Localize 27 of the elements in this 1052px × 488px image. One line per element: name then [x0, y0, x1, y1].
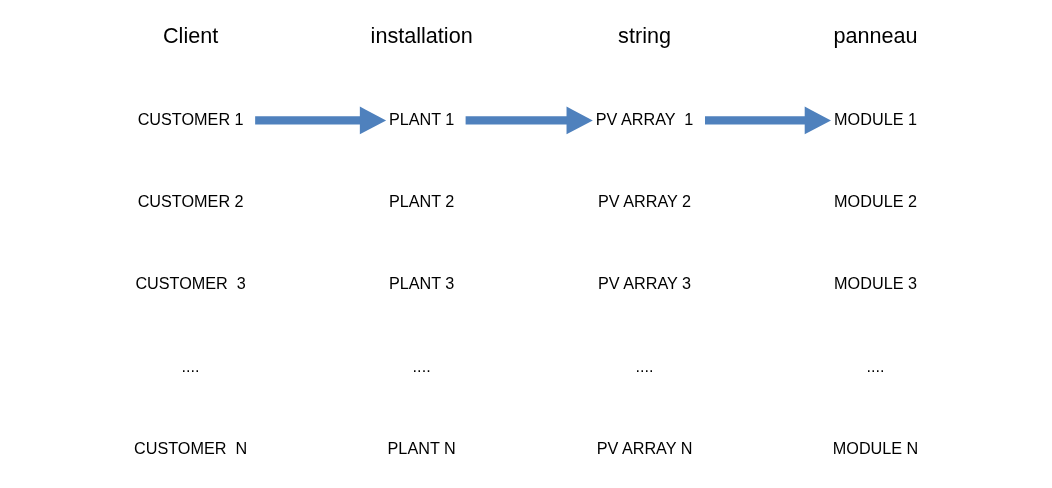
label: MODULE 3: [834, 274, 917, 293]
label: MODULE N: [832, 439, 919, 458]
label: PV ARRAY N: [596, 439, 693, 458]
label: string: [618, 23, 671, 49]
node-text: PLANT 1: [388, 109, 455, 128]
label: ....: [866, 356, 885, 375]
label: CUSTOMER 2: [137, 191, 244, 210]
label: PV ARRAY 3: [598, 274, 692, 293]
label: MODULE 2: [834, 191, 917, 210]
arrow: [465, 106, 593, 135]
label: ....: [181, 356, 200, 375]
label: PLANT N: [387, 439, 456, 458]
label: PV ARRAY 2: [598, 191, 692, 210]
label: installation: [370, 23, 473, 49]
arrow: [705, 106, 831, 135]
arrow: [255, 106, 387, 135]
label: PLANT 3: [388, 274, 455, 293]
label: Client: [163, 23, 219, 49]
label: CUSTOMER 3: [135, 274, 246, 293]
node-text: MODULE 1: [834, 109, 917, 128]
label: PLANT 2: [388, 191, 455, 210]
label: panneau: [833, 23, 918, 49]
label: ....: [412, 356, 431, 375]
label: ....: [635, 356, 654, 375]
label: CUSTOMER N: [134, 439, 248, 458]
node-text: PV ARRAY 1: [595, 109, 694, 128]
node-text: CUSTOMER 1: [137, 109, 244, 128]
